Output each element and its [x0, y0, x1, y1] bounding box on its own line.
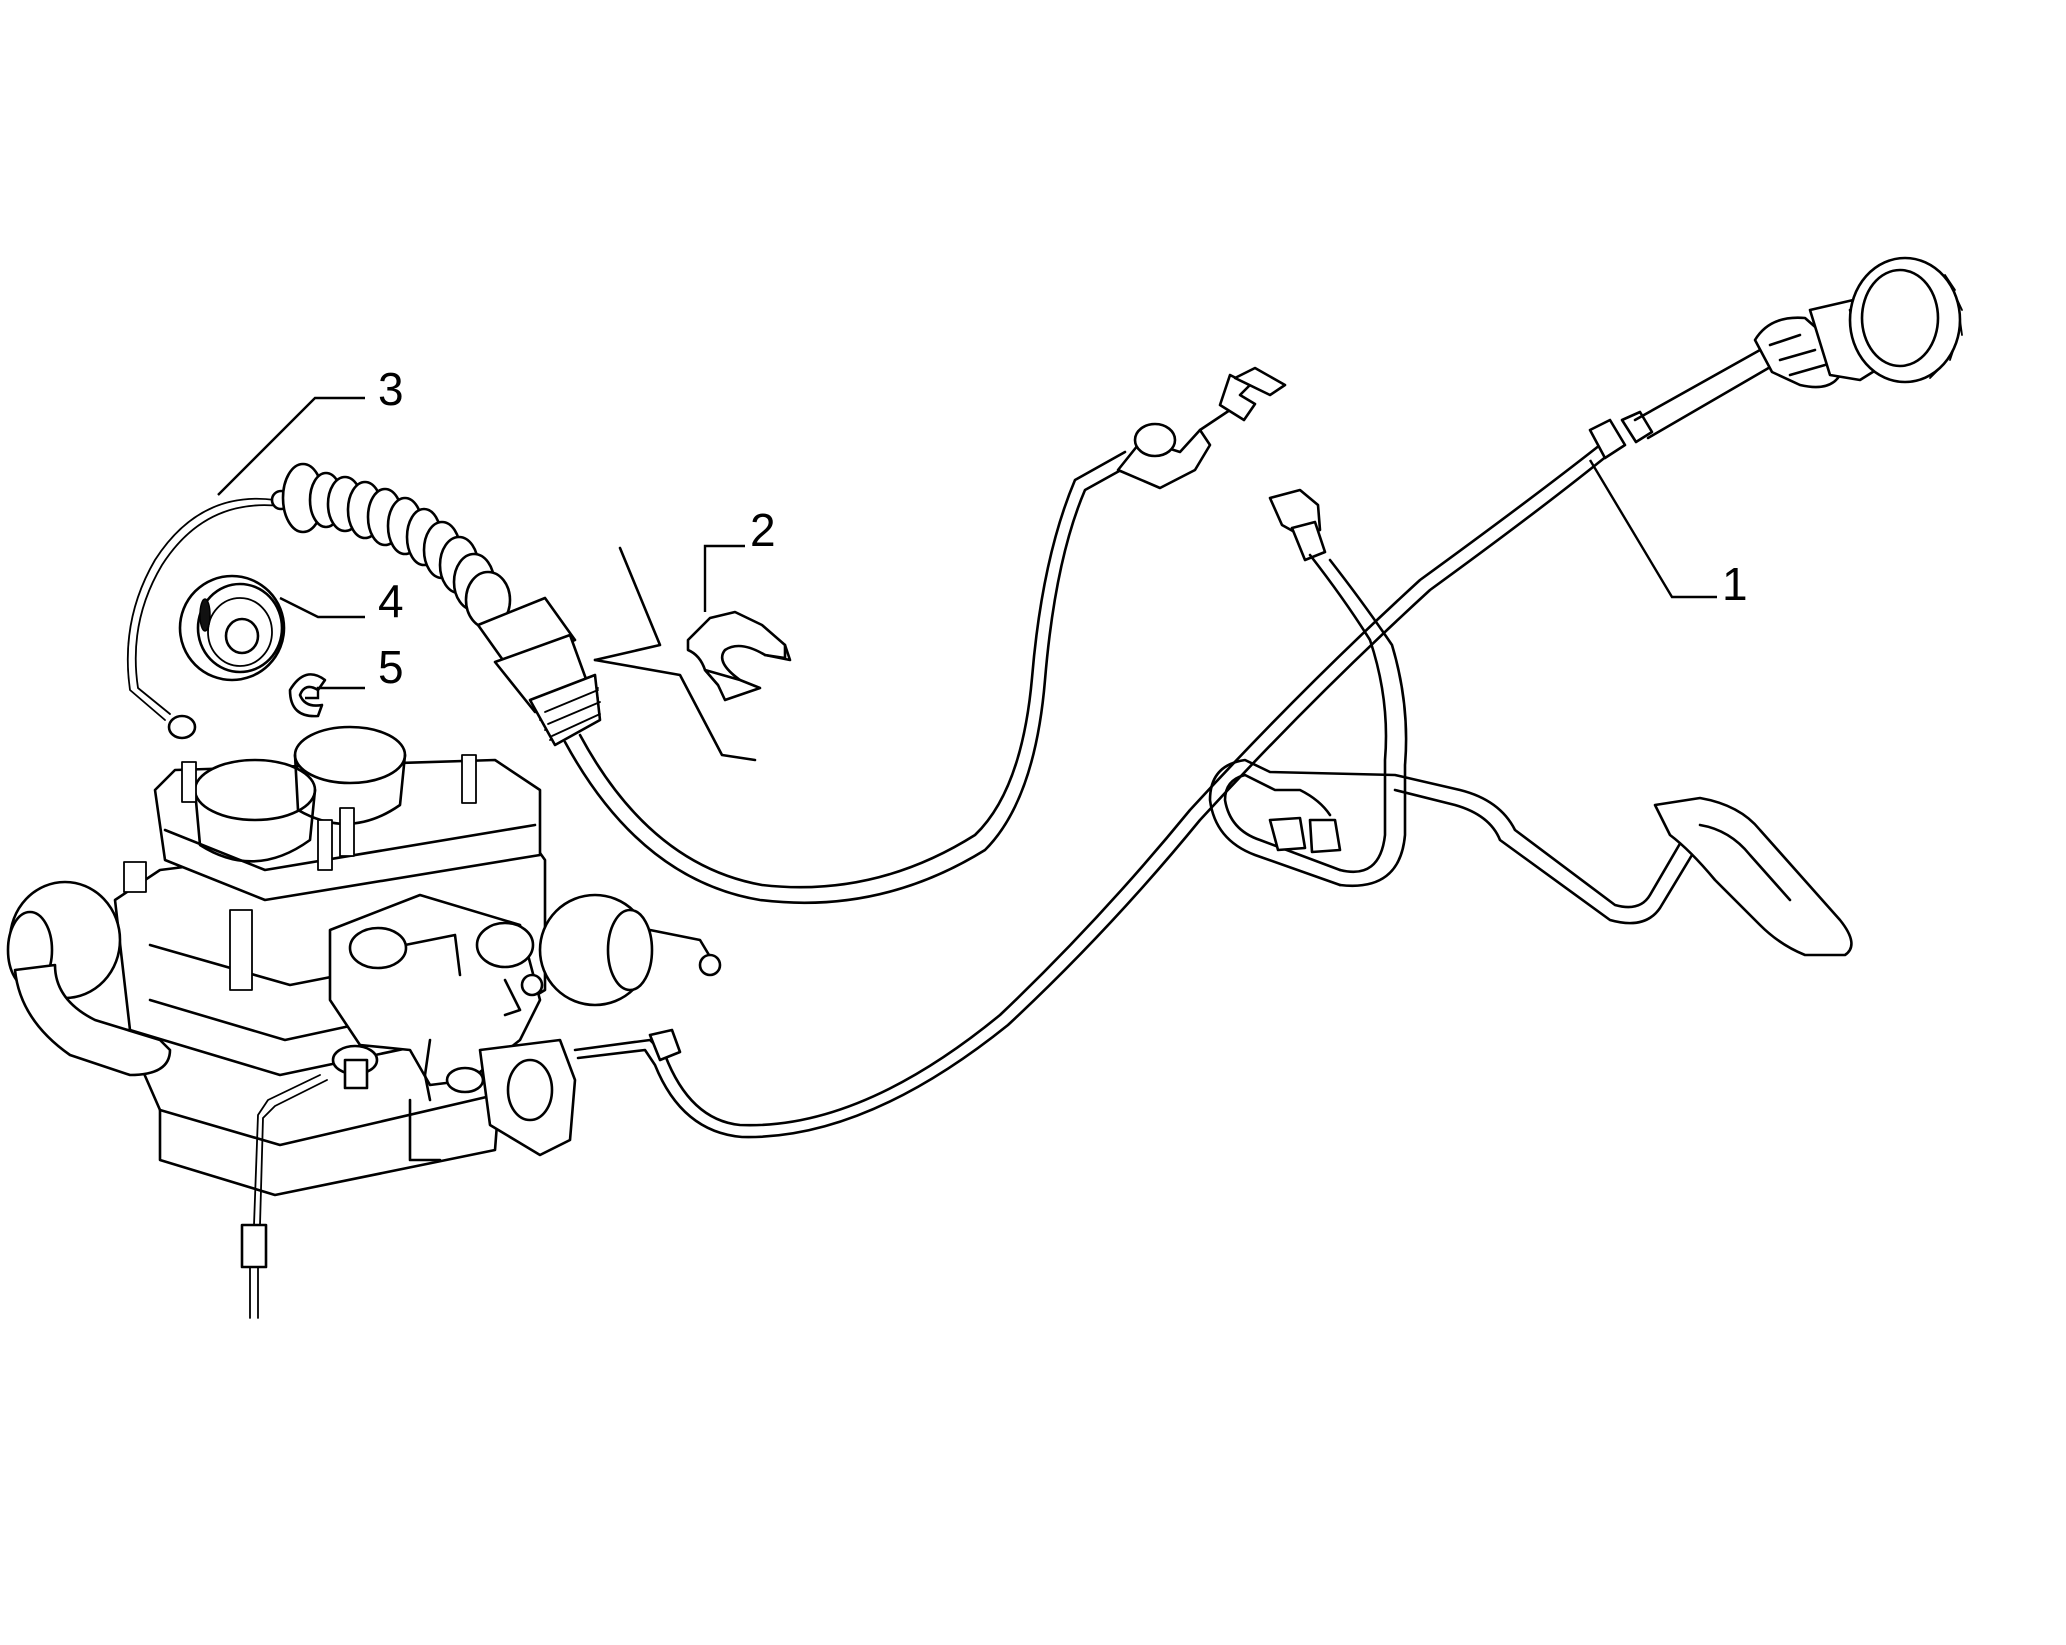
spring-clip — [686, 610, 792, 702]
callout-2: 2 — [750, 504, 776, 556]
callout-labels: 1 2 3 4 5 — [378, 363, 1748, 693]
leader-5 — [305, 686, 365, 700]
callout-3: 3 — [378, 363, 404, 415]
knob-cable — [573, 256, 1963, 1139]
callout-4: 4 — [378, 575, 404, 627]
leader-3 — [217, 396, 365, 496]
callout-1: 1 — [1722, 558, 1748, 610]
leader-1 — [1588, 459, 1717, 599]
leader-2 — [703, 544, 745, 612]
assembly-guide-lines — [593, 546, 757, 762]
carburetor-body — [6, 725, 722, 1197]
callout-5: 5 — [378, 641, 404, 693]
retaining-clip — [288, 673, 327, 718]
sensor-wire — [240, 1074, 328, 1319]
callout-leaders — [217, 396, 1717, 700]
grommet — [178, 574, 286, 682]
pedal-assembly — [1208, 488, 1853, 957]
leader-4 — [279, 596, 365, 619]
accelerator-cable-with-boot — [126, 366, 1287, 905]
